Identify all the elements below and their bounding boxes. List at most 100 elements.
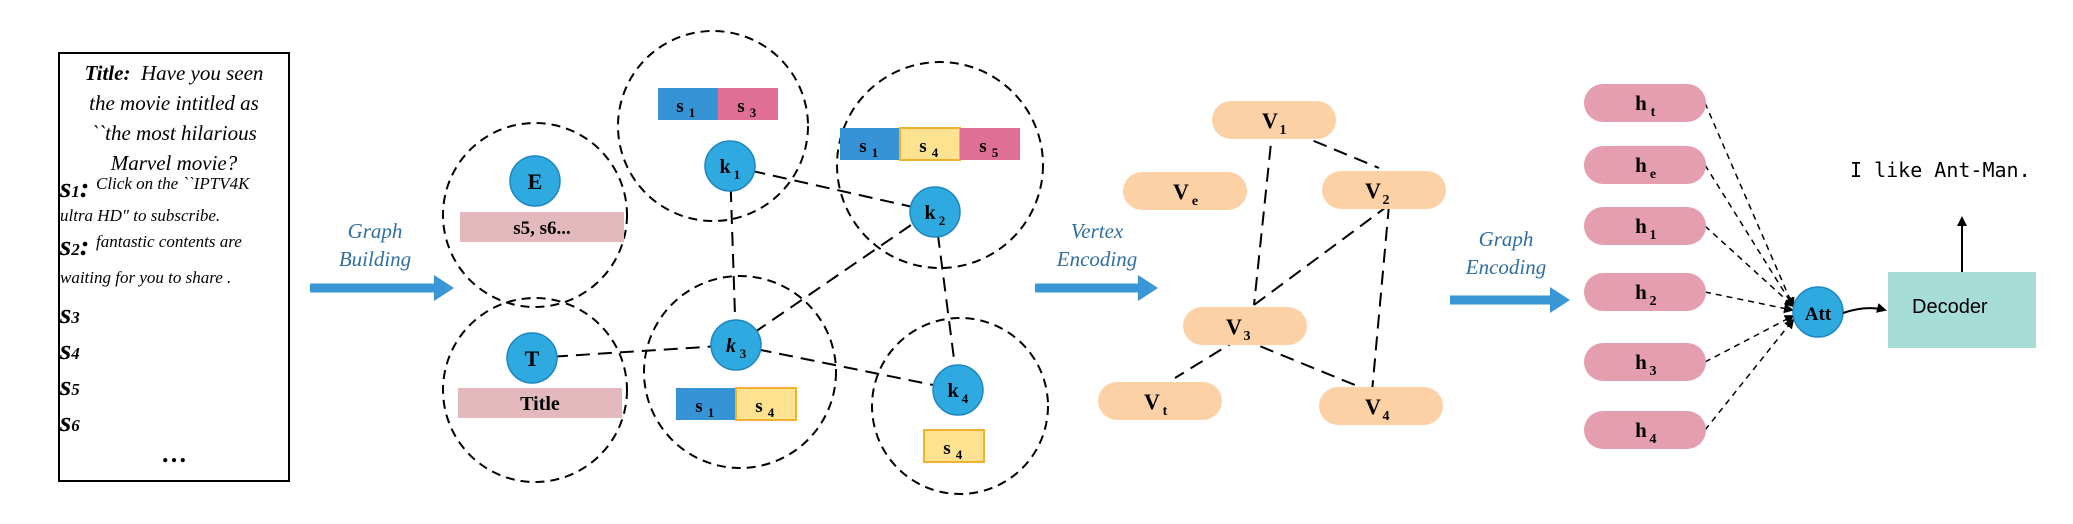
sentence-5-subscript: 5 <box>71 380 80 399</box>
hidden-h3: h 3 <box>1584 343 1706 381</box>
hidden-h2: h 2 <box>1584 273 1706 311</box>
vertex-v4-pill <box>1319 387 1443 425</box>
sentence-2-colon: : <box>79 230 90 262</box>
att-to-decoder-arrow <box>1842 303 1887 314</box>
vertex-ve-base: V <box>1173 179 1189 204</box>
edge-k3-k2 <box>735 211 931 346</box>
k3-chip-2-sub: 4 <box>768 405 775 420</box>
node-e-bar <box>460 212 624 242</box>
concept-clusters <box>442 30 1049 495</box>
k4-chip-1-base: s <box>943 438 950 459</box>
k1-chip-2-base: s <box>737 96 744 117</box>
node-k2-sub: 2 <box>939 213 946 228</box>
sentence-4-symbol: s <box>60 334 72 366</box>
vertex-vt-base: V <box>1144 389 1160 414</box>
k2-chip-2-sub: 4 <box>932 145 939 160</box>
vertex-ve: V e <box>1123 172 1247 210</box>
sentence-2-text-b: waiting for you to share . <box>60 268 232 287</box>
hidden-he-sub: e <box>1650 167 1656 182</box>
k3-chip-2-base: s <box>755 396 762 417</box>
concept-edges <box>531 165 959 391</box>
k2-chip-1-base: s <box>859 136 866 157</box>
edge-h3-att <box>1704 315 1795 363</box>
node-t-bar-text: Title <box>520 393 560 415</box>
edge-ht-att <box>1704 102 1795 308</box>
edge-t-k3 <box>531 344 737 359</box>
k1-chip-2-sub: 3 <box>750 105 757 120</box>
k1-chip-1-sub: 1 <box>689 105 696 120</box>
hidden-he: h e <box>1584 146 1706 184</box>
title-line-2: the movie intitled as <box>89 91 259 115</box>
node-k4-label: k <box>947 380 959 402</box>
node-k3-label: k <box>726 335 736 357</box>
hidden-h4: h 4 <box>1584 411 1706 449</box>
vertex-v2: V 2 <box>1322 171 1446 209</box>
attention-label: Att <box>1805 304 1832 325</box>
k3-chip-1 <box>676 388 736 420</box>
hidden-he-pill <box>1584 146 1706 184</box>
hidden-h1-pill <box>1584 207 1706 245</box>
node-e-circle <box>509 155 561 207</box>
vertex-v2-sub: 2 <box>1383 193 1390 208</box>
graph-building-label-2: Building <box>339 247 411 271</box>
vertex-v3-base: V <box>1226 314 1242 339</box>
sentence-2-symbol: s <box>60 230 72 262</box>
vertex-encoding-arrow: Vertex Encoding <box>1035 219 1158 301</box>
k1-chip-1 <box>658 88 718 120</box>
sentence-1-subscript: 1 <box>71 182 80 201</box>
hidden-h1-base: h <box>1635 214 1647 238</box>
node-k3-sub: 3 <box>740 346 747 361</box>
k1-chip-1-base: s <box>676 96 683 117</box>
sentence-2-subscript: 2 <box>71 240 80 259</box>
hidden-h1-sub: 1 <box>1650 228 1657 243</box>
edge-k2-k4 <box>934 211 959 391</box>
document-ellipsis: … <box>161 439 187 468</box>
graph-building-label-1: Graph <box>348 219 403 243</box>
node-t-bar <box>458 388 622 418</box>
sentence-3-subscript: 3 <box>71 308 80 327</box>
hidden-ht: h t <box>1584 84 1706 122</box>
vertex-encoding-label-2: Encoding <box>1056 247 1137 271</box>
node-k1-label: k <box>719 156 731 178</box>
edge-v3-v4 <box>1239 337 1373 393</box>
cluster-t <box>442 297 628 483</box>
vertex-v3-pill <box>1183 307 1307 345</box>
vertex-v1-sub: 1 <box>1280 123 1287 138</box>
k3-chip-1-sub: 1 <box>708 405 715 420</box>
vertex-vt: V t <box>1098 382 1222 420</box>
k2-chip-3-base: s <box>979 136 986 157</box>
hidden-h2-sub: 2 <box>1650 294 1657 309</box>
edge-v1-v3 <box>1253 123 1274 306</box>
graph-building-arrow: Graph Building <box>310 219 454 301</box>
k4-chip-1-sub: 4 <box>956 447 963 462</box>
vertex-v3: V 3 <box>1183 307 1307 345</box>
attention-node: Att <box>1792 286 1844 338</box>
vertex-vt-sub: t <box>1163 404 1168 419</box>
vertex-v4: V 4 <box>1319 387 1443 425</box>
vertex-v2-pill <box>1322 171 1446 209</box>
vertex-ve-pill <box>1123 172 1247 210</box>
hidden-ht-pill <box>1584 84 1706 122</box>
cluster-k1 <box>617 30 809 222</box>
hidden-h2-base: h <box>1635 280 1647 304</box>
source-document: Title: Have you seen the movie intitled … <box>58 52 290 482</box>
sentence-5-symbol: s <box>60 370 72 402</box>
edge-v1-v2 <box>1272 123 1380 169</box>
sentence-1-colon: : <box>79 172 90 204</box>
hidden-ht-base: h <box>1635 91 1647 115</box>
k2-chip-2-base: s <box>919 136 926 157</box>
vertex-v4-base: V <box>1365 394 1381 419</box>
k2-chip-1-sub: 1 <box>872 145 879 160</box>
title-line-4: Marvel movie? <box>110 151 238 175</box>
hidden-he-base: h <box>1635 153 1647 177</box>
k3-chip-2 <box>735 387 797 421</box>
edge-k1-k3 <box>729 165 737 346</box>
sentence-6-subscript: 6 <box>71 416 80 435</box>
vertex-v1-base: V <box>1262 108 1278 133</box>
hidden-h4-base: h <box>1635 418 1647 442</box>
k2-chip-3-sub: 5 <box>992 145 999 160</box>
hidden-states: h t h e h 1 h 2 h 3 h 4 <box>1584 84 1706 449</box>
hidden-h3-sub: 3 <box>1650 364 1657 379</box>
node-k3-circle <box>710 319 762 371</box>
